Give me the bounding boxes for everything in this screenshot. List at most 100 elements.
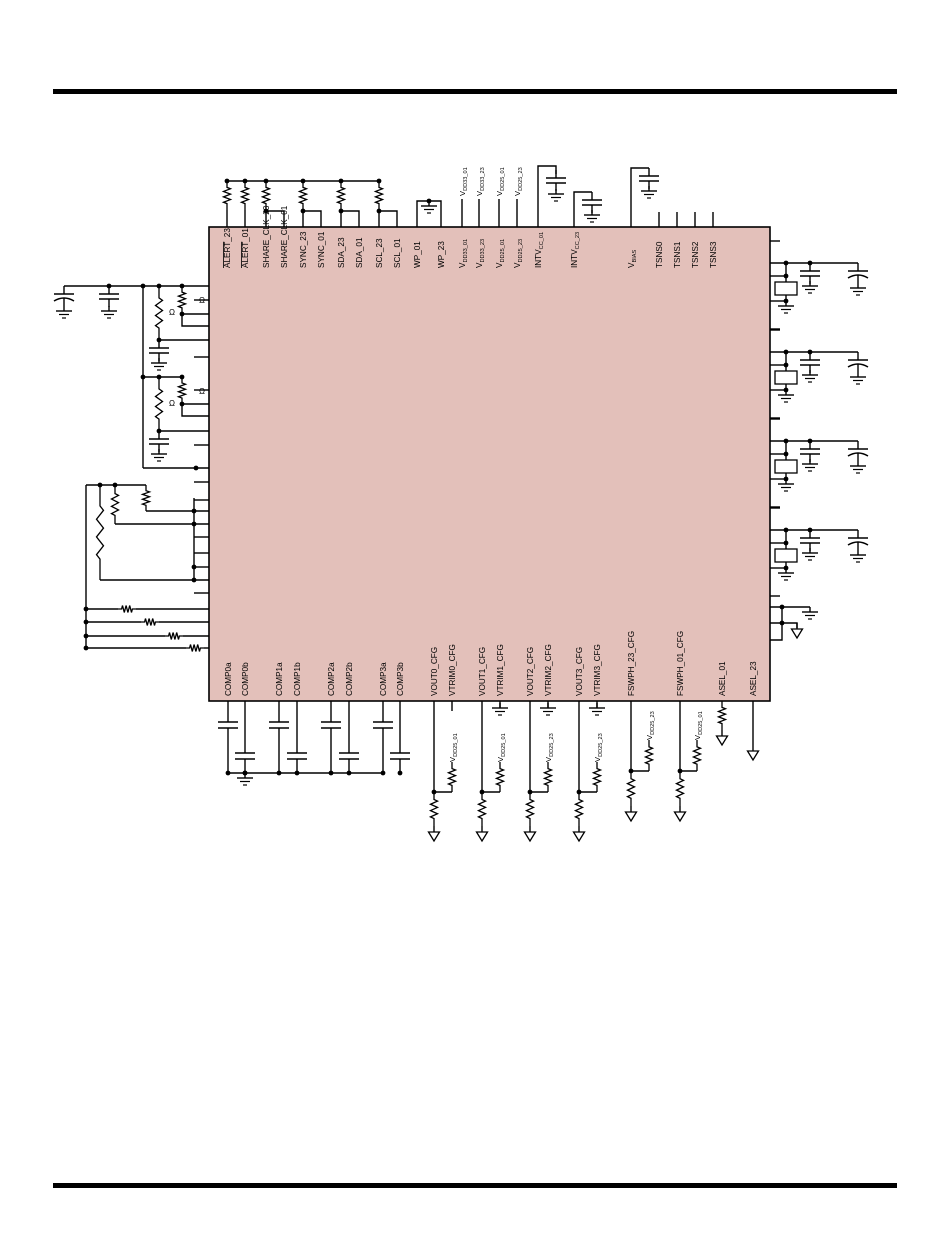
junction-dot: [83, 633, 89, 639]
pin-label-bottom: COMP0b: [241, 662, 250, 696]
pin-label-top: INTVCC_23: [570, 232, 581, 268]
ground-symbol: [777, 478, 795, 492]
ground-symbol: [150, 357, 168, 371]
ground-symbol: [801, 369, 819, 383]
wire: [537, 165, 557, 227]
supply-label: VDD25_23: [645, 711, 656, 740]
pin-label-top: SYNC_01: [317, 231, 326, 268]
junction-dot: [783, 273, 789, 279]
pin-label-bottom: ASEL_01: [718, 661, 727, 696]
ground-symbol: [801, 458, 819, 472]
junction-dot: [328, 770, 334, 776]
pin-label-bottom: COMP3b: [396, 662, 405, 696]
sense-element: [774, 370, 798, 385]
junction-dot: [191, 564, 197, 570]
capacitor: [799, 351, 821, 374]
pin-label-bottom: VOUT0_CFG: [430, 647, 439, 696]
pin-label-top: TSNS0: [655, 241, 664, 268]
pin-label-bottom: VTRIM0_CFG: [448, 644, 457, 696]
pin-label-top: WP_01: [413, 241, 422, 268]
pin-label-bottom: FSWPH_23_CFG: [627, 631, 636, 696]
pin-label-bottom: ASEL_23: [749, 661, 758, 696]
ground-symbol: [583, 209, 601, 223]
bottom-rule: [53, 1183, 897, 1188]
junction-dot: [225, 770, 231, 776]
junction-dot: [179, 401, 185, 407]
ground-triangle: [790, 622, 804, 639]
resistor: [186, 644, 204, 652]
pin-label-bottom: VOUT3_CFG: [575, 647, 584, 696]
ground-symbol: [539, 702, 557, 716]
resistor: [591, 762, 603, 792]
pin-label-bottom: COMP0a: [224, 662, 233, 696]
wire: [630, 167, 649, 227]
ground-triangle: [523, 825, 537, 842]
pin-label-top: SCL_01: [393, 238, 402, 268]
pullup-resistor: [260, 181, 272, 210]
wire: [266, 210, 285, 227]
ohm-mark: Ω: [169, 308, 175, 317]
wire: [770, 607, 783, 641]
pin-label-top: TSNS3: [709, 241, 718, 268]
junction-dot: [779, 604, 785, 610]
resistor: [573, 792, 585, 826]
ohm-mark: Ω: [199, 387, 205, 396]
junction-dot: [783, 362, 789, 368]
junction-dot: [783, 540, 789, 546]
junction-dot: [376, 208, 382, 214]
wire: [573, 191, 592, 227]
bulk-capacitor: [847, 351, 869, 373]
resistor: [542, 762, 554, 792]
junction-dot: [380, 770, 386, 776]
junction-dot: [191, 508, 197, 514]
junction-dot: [276, 770, 282, 776]
capacitor: [638, 167, 660, 190]
sense-element: [774, 459, 798, 474]
resistor: [428, 792, 440, 826]
ground-triangle: [715, 729, 729, 746]
ground-symbol: [849, 460, 867, 474]
bulk-capacitor: [847, 529, 869, 551]
resistor: [674, 771, 686, 806]
supply-label: VDD25_23: [544, 733, 555, 762]
ground-symbol: [640, 185, 658, 199]
ground-triangle: [673, 805, 687, 822]
pullup-resistor: [239, 181, 251, 210]
resistor: [494, 762, 506, 792]
junction-dot: [140, 374, 146, 380]
junction-dot: [83, 645, 89, 651]
junction-dot: [783, 527, 789, 533]
pin-label-top: SDA_01: [355, 237, 364, 268]
pin-label-bottom: VTRIM1_CFG: [496, 644, 505, 696]
wire: [181, 314, 209, 327]
sense-element: [774, 281, 798, 296]
resistor: [716, 701, 728, 730]
resistor: [643, 740, 655, 771]
supply-label: VDD25_23: [593, 733, 604, 762]
resistor: [176, 377, 188, 404]
pin-label-top: ALERT_01: [241, 228, 250, 268]
ground-symbol: [588, 702, 606, 716]
pin-label-top: TSNS2: [691, 241, 700, 268]
pin-label-bottom: COMP2a: [327, 662, 336, 696]
wire: [379, 210, 398, 227]
pin-label-top: SHARE_CLK_23: [262, 205, 271, 268]
capacitor: [148, 339, 170, 362]
pin-label-bottom: VTRIM3_CFG: [593, 644, 602, 696]
pin-label-bottom: VTRIM2_CFG: [544, 644, 553, 696]
supply-label: VDD33_01: [458, 167, 469, 196]
pin-label-bottom: COMP1b: [293, 662, 302, 696]
ohm-mark: Ω: [169, 399, 175, 408]
junction-dot: [397, 770, 403, 776]
ground-symbol: [849, 549, 867, 563]
ground-symbol: [100, 305, 118, 319]
pin-label-bottom: COMP1a: [275, 662, 284, 696]
wire: [181, 404, 209, 417]
capacitor: [581, 191, 603, 214]
ground-symbol: [801, 547, 819, 561]
ground-triangle: [427, 825, 441, 842]
pin-label-top: SHARE_CLK_01: [280, 205, 289, 268]
pin-label-top: ALERT_23: [223, 228, 232, 268]
ground-triangle: [572, 825, 586, 842]
input-capacitor: [98, 285, 120, 308]
